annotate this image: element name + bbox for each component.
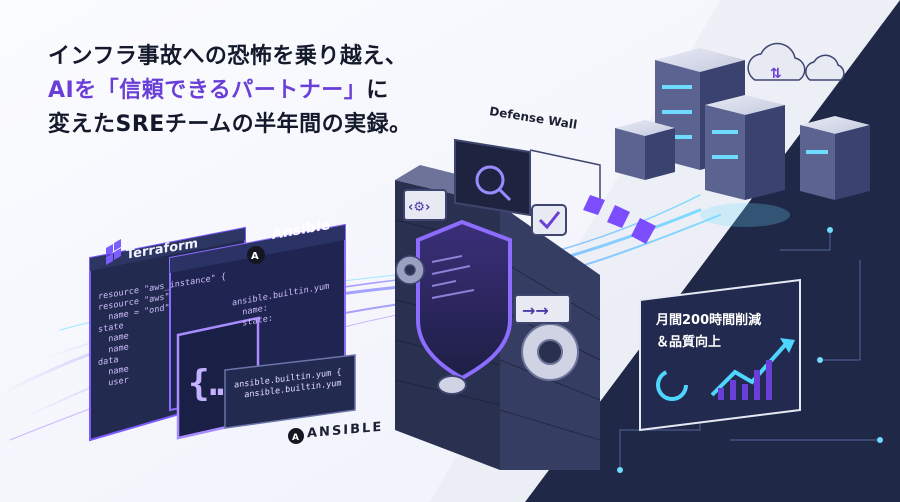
metric-line-2: ＆品質向上	[656, 335, 722, 350]
code-panel	[403, 189, 447, 221]
svg-text:A: A	[251, 251, 259, 262]
gear-small-icon	[395, 255, 425, 285]
pie-icon	[656, 369, 688, 401]
sync-icon: ⇅	[770, 66, 782, 82]
headline-line-1: インフラ事故への恐怖を乗り越え、	[48, 44, 408, 69]
headline-particle: に	[366, 78, 389, 103]
forward-panel	[514, 294, 571, 324]
server-rack	[800, 116, 870, 200]
gear-icon	[521, 323, 579, 381]
svg-text:‹⚙›: ‹⚙›	[408, 200, 430, 215]
cloud-icon	[747, 42, 806, 81]
server-cluster	[615, 48, 870, 227]
terraform-logo-icon	[106, 239, 121, 265]
bar-icon	[718, 360, 772, 400]
shield-icon	[416, 219, 512, 381]
check-icon	[538, 211, 561, 230]
shield-code-lines	[431, 255, 475, 299]
ansible-code-card: A	[224, 354, 356, 444]
terraform-code: resource "aws_instance" {resource "aws" …	[98, 271, 226, 391]
headline-line-2: AIを「信頼できるパートナー」に	[48, 74, 468, 108]
chevron-arrows	[583, 195, 656, 244]
server-rack	[705, 95, 785, 200]
headline: インフラ事故への恐怖を乗り越え、 AIを「信頼できるパートナー」に 変えたSRE…	[48, 40, 468, 142]
disk-icon	[437, 375, 467, 395]
metric-text: 月間200時間削減 ＆品質向上	[656, 310, 761, 354]
ansible-small-logo-icon	[288, 428, 304, 444]
check-panel	[531, 204, 567, 236]
svg-text:A: A	[292, 433, 299, 443]
ansible-logo-icon	[247, 246, 265, 264]
defense-monitor	[454, 138, 601, 236]
headline-line-3: 変えたSREチームの半年間の実録。	[48, 112, 412, 137]
headline-ai: AIを	[48, 78, 97, 103]
magnifier-icon	[475, 165, 505, 195]
metric-line-1: 月間200時間削減	[656, 313, 762, 328]
server-rack	[615, 120, 675, 180]
defense-wall: →→ ‹⚙›	[394, 165, 601, 470]
cloud-small-icon	[805, 54, 845, 81]
metric-card	[639, 278, 801, 432]
headline-highlight: 「信頼できるパートナー」	[96, 78, 367, 103]
svg-text:→→: →→	[522, 301, 549, 320]
